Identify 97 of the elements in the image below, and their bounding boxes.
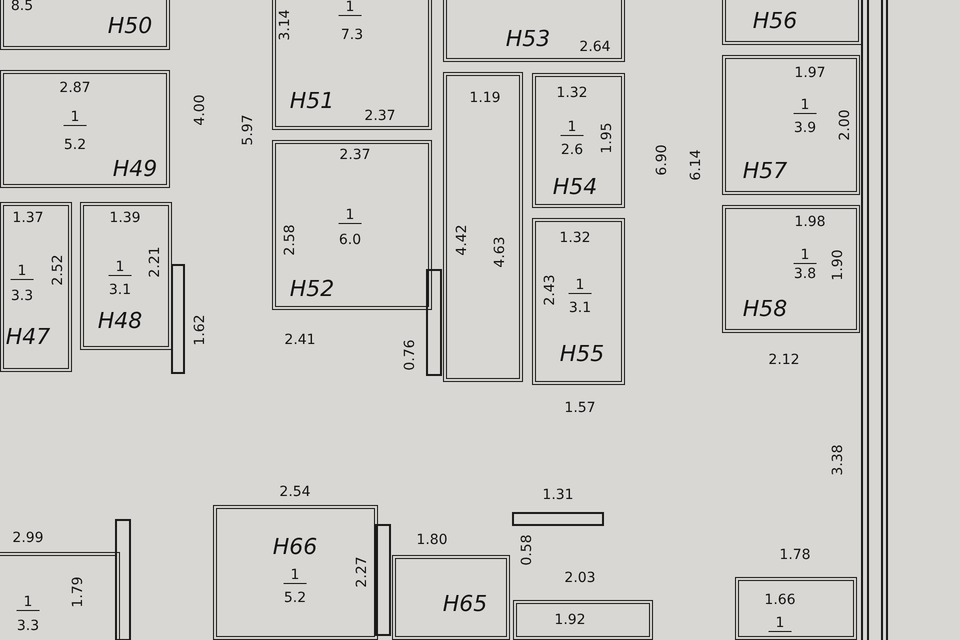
dimension-text: 2.87 (59, 81, 91, 95)
room-number: Н65 (442, 594, 488, 616)
dimension-text: 2.43 (543, 274, 557, 306)
room-outline (722, 205, 860, 333)
room-index: 1 (568, 278, 592, 294)
dimension-text: 5.2 (284, 591, 306, 605)
dimension-text: 1.92 (554, 613, 586, 627)
room-number: Н47 (6, 327, 50, 349)
room-outline (722, 55, 860, 195)
dimension-text: 1.95 (600, 122, 614, 154)
dimension-text: 1.97 (794, 66, 826, 80)
room-outline (722, 0, 862, 45)
room-number: Н56 (752, 11, 798, 33)
dimension-text: 3.1 (108, 283, 132, 297)
dimension-text: 3.1 (568, 301, 592, 315)
dimension-text: 1.57 (564, 401, 596, 415)
dimension-text: 3.8 (794, 267, 816, 281)
room-number: Н54 (552, 177, 598, 199)
dimension-text: 4.00 (193, 94, 207, 126)
room-index: 1 (10, 264, 34, 280)
dimension-text: 2.37 (364, 109, 396, 123)
dimension-text: 7.3 (340, 28, 364, 42)
dimension-text: 3.9 (794, 121, 816, 135)
room-index: 1 (794, 248, 816, 264)
room-outline (443, 72, 523, 382)
room-index: 1 (768, 616, 792, 632)
dimension-text: 1.78 (779, 548, 811, 562)
dimension-text: 2.27 (355, 556, 369, 588)
room-number: Н48 (98, 311, 142, 333)
room-outline (272, 0, 432, 130)
dimension-text: 5.97 (241, 114, 255, 146)
dimension-text: 4.63 (493, 236, 507, 268)
room-outline (532, 73, 625, 208)
room-number: Н51 (290, 91, 334, 113)
room-number: Н66 (272, 537, 318, 559)
room-outline (0, 552, 120, 640)
dimension-text: 1.39 (109, 211, 141, 225)
room-index: 1 (338, 0, 362, 16)
room-index: 1 (108, 260, 132, 276)
dimension-text: 1.19 (469, 91, 501, 105)
room-outline (80, 202, 172, 350)
dimension-text: 2.6 (560, 143, 584, 157)
dimension-text: 3.38 (831, 444, 845, 476)
dimension-text: 2.41 (284, 333, 316, 347)
dimension-text: 1.37 (12, 211, 44, 225)
dimension-text: 0.58 (520, 534, 534, 566)
room-outline (0, 0, 170, 50)
dimension-text: 0.76 (403, 339, 417, 371)
dimension-text: 3.3 (10, 289, 34, 303)
dimension-text: 1.31 (542, 488, 574, 502)
room-number: Н49 (112, 159, 158, 181)
room-number: Н55 (560, 344, 604, 366)
room-index: 1 (560, 120, 584, 136)
room-index: 1 (16, 595, 40, 611)
room-index: 1 (794, 98, 816, 114)
dimension-text: 1.32 (556, 86, 588, 100)
dimension-text: 2.58 (283, 224, 297, 256)
dimension-text: 2.54 (279, 485, 311, 499)
dimension-text: 2.64 (579, 40, 611, 54)
dimension-text: 6.0 (338, 233, 362, 247)
dimension-text: 4.42 (455, 224, 469, 256)
room-outline (532, 218, 625, 385)
dimension-text: 6.90 (655, 144, 669, 176)
room-outline (272, 140, 432, 310)
dimension-text: 2.99 (12, 531, 44, 545)
dimension-text: 2.03 (564, 571, 596, 585)
dimension-text: 3.14 (278, 9, 292, 41)
room-number: Н52 (290, 279, 334, 301)
room-number: Н58 (742, 299, 788, 321)
dimension-text: 1.80 (416, 533, 448, 547)
room-number: Н53 (506, 29, 550, 51)
room-index: 1 (338, 208, 362, 224)
dimension-text: 1.98 (794, 215, 826, 229)
dimension-text: 5.2 (64, 138, 86, 152)
dimension-text: 1.66 (764, 593, 796, 607)
dimension-text: 2.37 (339, 148, 371, 162)
dimension-text: 3.3 (16, 619, 40, 633)
room-number: Н57 (742, 161, 788, 183)
room-outline (392, 555, 510, 640)
room-index: 1 (64, 110, 86, 126)
dimension-text: 1.62 (193, 314, 207, 346)
dimension-text: 2.52 (51, 254, 65, 286)
dimension-text: 1.32 (559, 231, 591, 245)
room-outline (213, 505, 378, 640)
dimension-text: 2.12 (768, 353, 800, 367)
room-outline (513, 600, 653, 640)
dimension-text: 1.79 (71, 576, 85, 608)
room-outline (443, 0, 625, 62)
room-number: Н50 (108, 16, 152, 38)
room-outline (0, 202, 72, 372)
dimension-text: 6.14 (689, 149, 703, 181)
dimension-text: 1.90 (831, 249, 845, 281)
dimension-text: 2.00 (838, 109, 852, 141)
dimension-text: 2.21 (148, 246, 162, 278)
room-index: 1 (284, 568, 306, 584)
room-outline (0, 70, 170, 188)
room-outline (735, 577, 857, 640)
